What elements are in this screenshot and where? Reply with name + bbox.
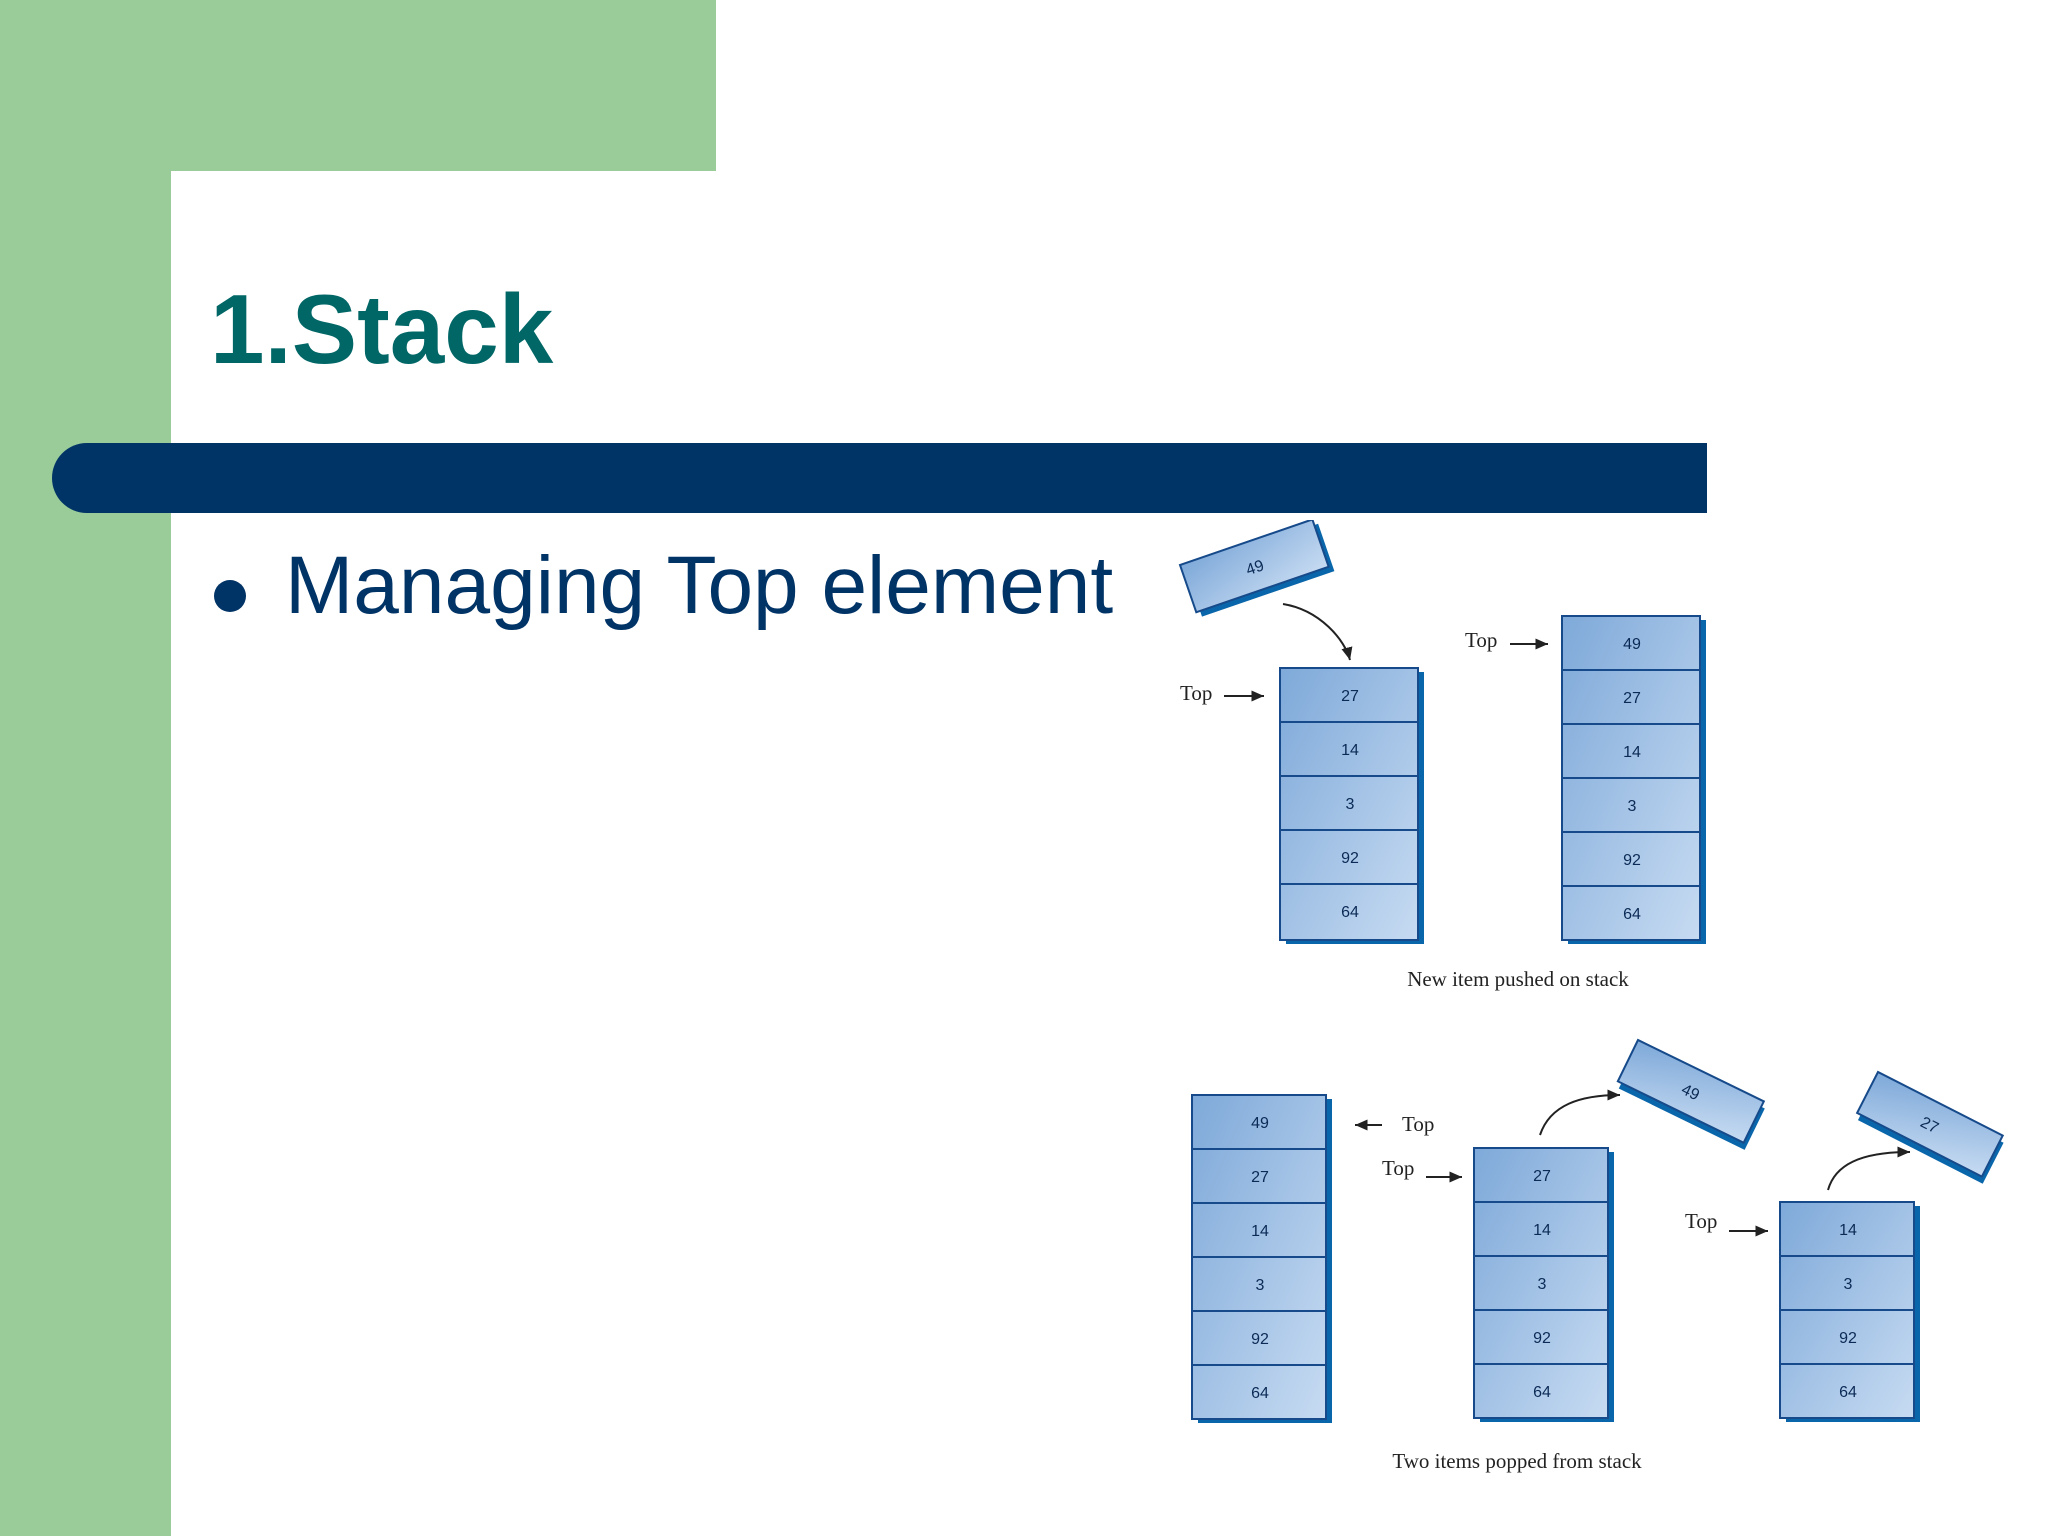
top-label-pop-before: Top — [1402, 1112, 1434, 1136]
cell: 92 — [1251, 1331, 1269, 1348]
cell: 64 — [1341, 904, 1359, 921]
cell: 64 — [1533, 1384, 1551, 1401]
left-green-band — [0, 0, 171, 1536]
title-underline-bar — [52, 443, 1707, 513]
cell: 64 — [1839, 1384, 1857, 1401]
popped-block-first-label: 49 — [1678, 1081, 1702, 1104]
pop-arrow-first — [1539, 1089, 1621, 1136]
cell: 3 — [1538, 1276, 1547, 1293]
stack-diagram: 49 Top 27 14 3 92 64 Top — [1140, 520, 2048, 1520]
cell: 92 — [1623, 852, 1641, 869]
cell: 14 — [1839, 1222, 1857, 1239]
cell: 27 — [1341, 688, 1359, 705]
cell: 14 — [1533, 1222, 1551, 1239]
cell: 49 — [1251, 1115, 1269, 1132]
popped-block-second-label: 27 — [1917, 1114, 1941, 1137]
cell: 27 — [1623, 690, 1641, 707]
top-label-push-before: Top — [1180, 681, 1212, 705]
stack-diagram-svg: 49 Top 27 14 3 92 64 Top — [1178, 520, 2005, 1473]
cell: 64 — [1251, 1385, 1269, 1402]
pop-caption: Two items popped from stack — [1392, 1449, 1642, 1473]
bullet-text: Managing Top element — [285, 540, 1114, 631]
stack-pop-one: 27 14 3 92 64 — [1473, 1147, 1614, 1422]
stack-pop-before: 49 27 14 3 92 64 — [1191, 1094, 1332, 1423]
cell: 64 — [1623, 906, 1641, 923]
cell: 3 — [1346, 796, 1355, 813]
cell: 49 — [1623, 636, 1641, 653]
cell: 92 — [1533, 1330, 1551, 1347]
pop-arrow-second — [1827, 1146, 1911, 1191]
cell: 27 — [1251, 1169, 1269, 1186]
slide-title: 1.Stack — [210, 274, 554, 384]
cell: 14 — [1251, 1223, 1269, 1240]
pushed-block-label: 49 — [1244, 557, 1266, 579]
top-label-pop-one: Top — [1382, 1156, 1414, 1180]
stack-push-after: 49 27 14 3 92 64 — [1561, 615, 1706, 944]
cell: 14 — [1341, 742, 1359, 759]
cell: 92 — [1839, 1330, 1857, 1347]
push-arrow — [1282, 603, 1353, 661]
cell: 3 — [1628, 798, 1637, 815]
push-caption: New item pushed on stack — [1407, 967, 1629, 991]
stack-pop-two: 14 3 92 64 — [1779, 1201, 1920, 1422]
content-panel — [171, 171, 2048, 1536]
stack-push-before: 27 14 3 92 64 — [1279, 667, 1424, 944]
cell: 27 — [1533, 1168, 1551, 1185]
top-label-push-after: Top — [1465, 628, 1497, 652]
cell: 92 — [1341, 850, 1359, 867]
cell: 3 — [1844, 1276, 1853, 1293]
cell: 14 — [1623, 744, 1641, 761]
cell: 3 — [1256, 1277, 1265, 1294]
pushed-block: 49 — [1178, 520, 1335, 617]
popped-block-first: 49 — [1616, 1038, 1766, 1150]
popped-block-second: 27 — [1855, 1070, 2005, 1184]
bullet-dot — [214, 580, 246, 612]
top-green-band — [0, 0, 716, 171]
top-label-pop-two: Top — [1685, 1209, 1717, 1233]
